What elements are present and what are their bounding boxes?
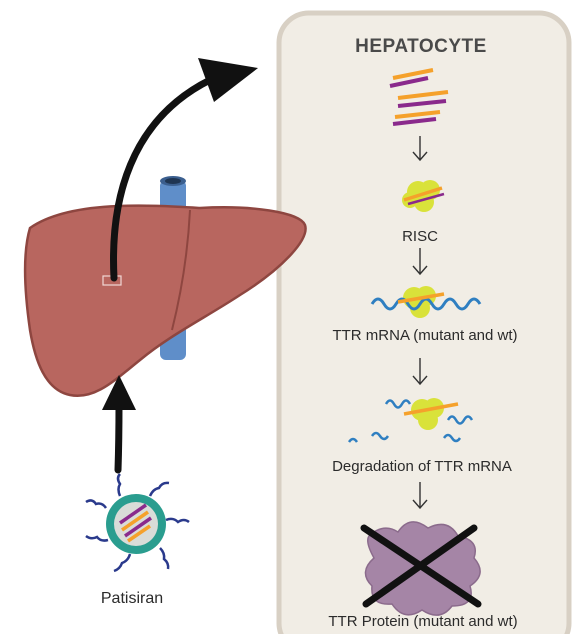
step-arrow-3: [412, 358, 428, 386]
arrow-liver-to-hepatocyte: [110, 58, 258, 282]
liver: [23, 204, 307, 398]
arrow-patisiran-to-liver: [102, 375, 136, 474]
step-label-degradation: Degradation of TTR mRNA: [332, 458, 512, 475]
mrna-degradation-icon: [347, 398, 474, 443]
step-arrow-1: [412, 136, 428, 162]
blocked-x-icon: [360, 524, 482, 608]
sirna-strands: [389, 68, 449, 126]
hepatocyte-panel: [276, 10, 572, 634]
risc-complex-icon: [402, 180, 445, 212]
panel-title: HEPATOCYTE: [355, 36, 487, 57]
step-label-ttr-protein: TTR Protein (mutant and wt): [328, 613, 518, 630]
step-arrow-4: [412, 482, 428, 510]
step-arrow-2: [412, 248, 428, 276]
drug-label: Patisiran: [100, 590, 164, 607]
step-label-risc: RISC: [402, 228, 438, 245]
risc-mrna-binding-icon: [370, 286, 482, 318]
step-label-ttr-mrna: TTR mRNA (mutant and wt): [332, 327, 518, 344]
patisiran-nanoparticle: [85, 473, 190, 573]
